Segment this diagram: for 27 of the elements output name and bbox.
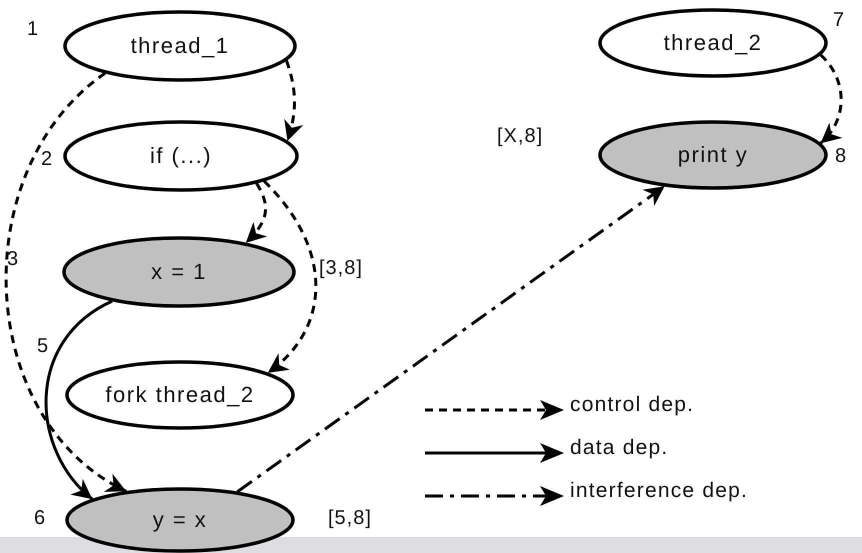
annotation-label: 1	[27, 18, 40, 41]
node-label: thread_2	[664, 30, 762, 56]
node-label: fork thread_2	[105, 382, 255, 408]
annotation-label: 2	[41, 148, 54, 171]
annotation-label: 5	[37, 335, 50, 358]
node-label: print y	[678, 142, 748, 168]
annotation-label: [5,8]	[328, 507, 372, 530]
arrow	[4, 72, 128, 493]
arrow	[262, 180, 318, 374]
annotation-label: 7	[833, 9, 846, 32]
legend-label: control dep.	[570, 393, 694, 417]
arrow	[244, 182, 268, 244]
node-label: x = 1	[151, 259, 207, 285]
annotation-label: 3	[7, 248, 20, 271]
annotation-label: 8	[835, 145, 848, 168]
legend-label: interference dep.	[570, 479, 748, 503]
arrow	[236, 185, 666, 494]
node-label: if (...)	[150, 143, 212, 169]
annotation-label: [X,8]	[497, 125, 544, 148]
arrow	[44, 300, 113, 500]
node-label: y = x	[152, 507, 208, 533]
arrow	[284, 60, 303, 142]
node-label: thread_1	[130, 33, 230, 59]
legend-label: data dep.	[570, 436, 668, 460]
arrow	[820, 54, 843, 144]
annotation-label: [3,8]	[319, 257, 363, 280]
annotation-label: 6	[34, 507, 46, 530]
